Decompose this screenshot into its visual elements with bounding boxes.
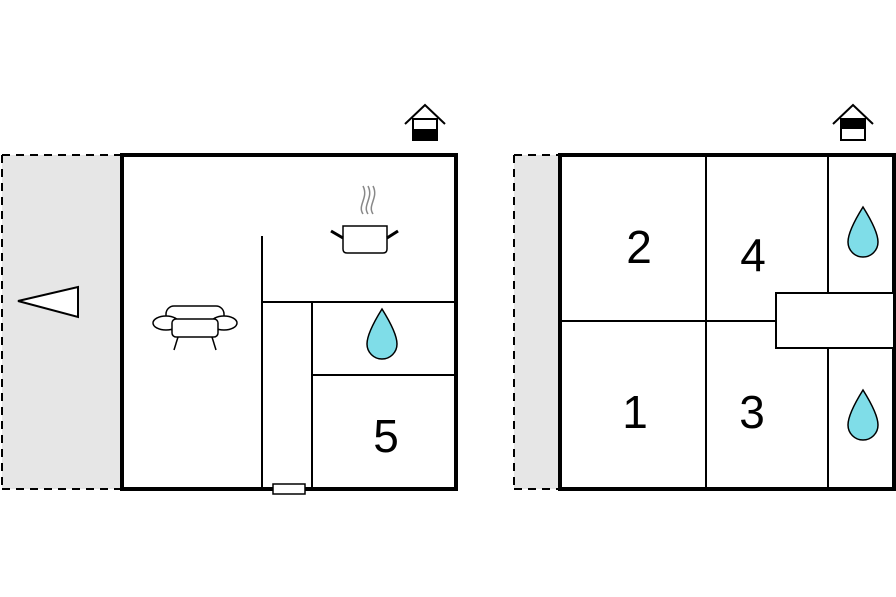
room-number: 3 — [739, 386, 765, 438]
room-number: 2 — [626, 221, 652, 273]
sofa-icon — [152, 305, 238, 351]
entrance-door — [272, 483, 306, 495]
kitchen-pot-icon — [330, 185, 399, 254]
water-drop-icon — [847, 388, 879, 441]
stairwell — [775, 292, 895, 349]
room-number: 1 — [622, 386, 648, 438]
balcony-outline — [513, 154, 560, 490]
terrace-arrow-icon — [17, 285, 79, 319]
house-ground-floor-icon — [404, 103, 446, 141]
balcony-area — [514, 155, 560, 489]
ground-floor-plan: 5 — [1, 103, 458, 495]
house-upper-floor-icon — [832, 103, 874, 141]
water-drop-icon — [366, 307, 398, 360]
water-drop-icon — [847, 205, 879, 258]
upper-floor-plan: 2 4 1 3 — [513, 103, 896, 491]
room-number: 5 — [373, 410, 399, 462]
room-number: 4 — [740, 229, 766, 281]
terrace-outline — [1, 154, 122, 490]
terrace-area — [2, 155, 122, 489]
